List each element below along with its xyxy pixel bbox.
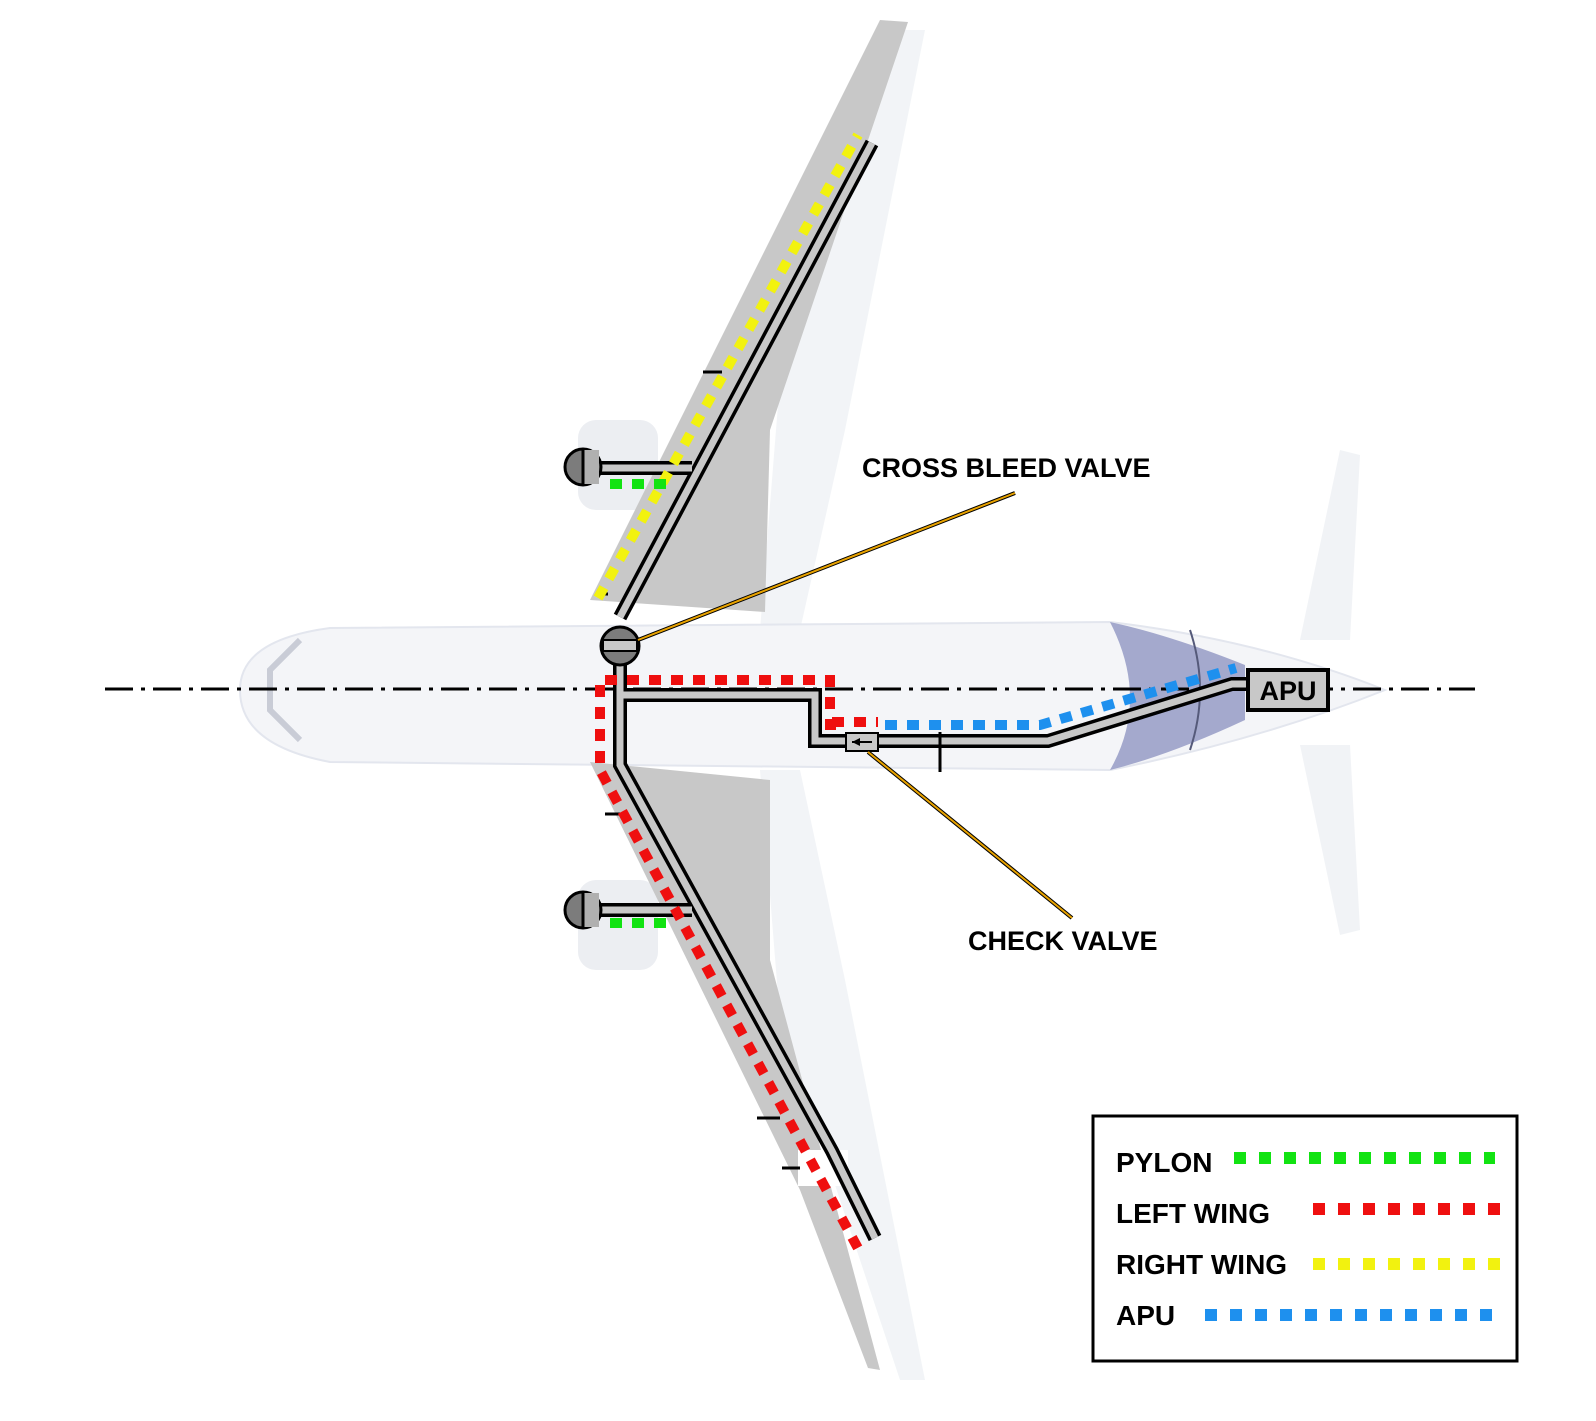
callouts: [637, 491, 1074, 920]
left-wing-zone: [595, 675, 865, 1255]
legend: PYLON LEFT WING RIGHT WING APU: [1091, 1114, 1519, 1363]
bleed-ducts: [596, 139, 1250, 1242]
legend-label-apu: APU: [1116, 1300, 1175, 1331]
check-valve-symbol: [845, 732, 879, 752]
cross-bleed-valve-label: CROSS BLEED VALVE: [862, 453, 1151, 483]
lower-duct-core: [616, 660, 879, 1240]
upper-horizontal-stabilizer: [1300, 450, 1360, 640]
check-valve-callout-line-accent: [867, 751, 1073, 919]
zone-highlights: [593, 132, 1238, 1255]
legend-label-right-wing: RIGHT WING: [1116, 1249, 1287, 1280]
check-valve-label: CHECK VALVE: [968, 926, 1158, 956]
lower-wing: [590, 762, 880, 1370]
legend-label-left-wing: LEFT WING: [1116, 1198, 1270, 1229]
lower-wing-ghost: [760, 770, 925, 1380]
apu-box-label: APU: [1259, 676, 1316, 706]
cross-bleed-valve-symbol: [599, 625, 641, 667]
lower-horizontal-stabilizer: [1300, 745, 1360, 935]
right-wing-zone: [593, 132, 863, 601]
upper-wing-duct-core: [616, 141, 876, 619]
cross-bleed-callout-line-accent: [637, 492, 1016, 641]
center-duct-core: [620, 680, 1250, 745]
apu-zone: [885, 663, 1238, 730]
upper-engine: [563, 447, 603, 487]
upper-wing-ghost: [760, 30, 925, 630]
legend-label-pylon: PYLON: [1116, 1147, 1212, 1178]
lower-engine: [563, 890, 603, 930]
apu-box: APU: [1246, 668, 1330, 712]
